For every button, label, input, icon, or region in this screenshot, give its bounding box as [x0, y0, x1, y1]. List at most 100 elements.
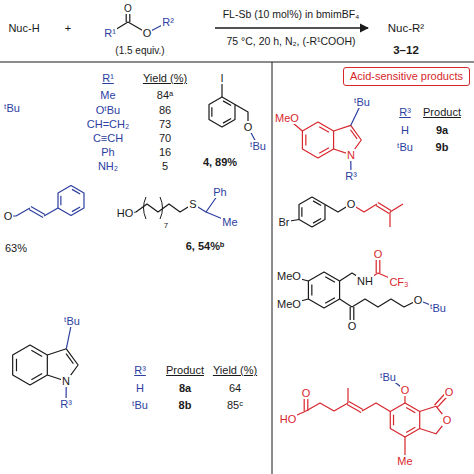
bond: [31, 350, 42, 356]
structure-label: OᵗBu: [95, 104, 121, 116]
bond: [325, 298, 335, 304]
bond: [13, 345, 48, 385]
bond: [406, 407, 415, 412]
bond: [393, 415, 394, 426]
bond: [390, 204, 403, 212]
structure-label: 8b: [178, 399, 193, 411]
structure-label: 9a: [435, 124, 449, 136]
structure-label: N: [346, 149, 356, 161]
structure-label: R³: [59, 398, 73, 410]
panel-divider: [272, 62, 273, 474]
structure-label: (1.5 equiv.): [114, 45, 165, 56]
bond: [313, 201, 321, 206]
bond: [60, 196, 61, 205]
structure-label: 6, 54%ᵇ: [185, 240, 226, 252]
structure-label: I: [219, 72, 224, 84]
bond: [299, 197, 325, 227]
bond: [223, 101, 231, 106]
bond: [209, 97, 235, 127]
structure-label: S: [188, 198, 197, 210]
bond: [31, 374, 42, 380]
structure-label: 73: [158, 118, 172, 130]
structure-label: MeO: [276, 298, 302, 310]
box-heading: Acid-sensitive products: [350, 70, 463, 82]
bond: [325, 277, 335, 283]
structure-label: ᵗBu: [131, 399, 149, 411]
structure-label: O: [301, 387, 312, 399]
structure-label: 84ᵃ: [156, 89, 174, 101]
structure-label: O: [444, 386, 455, 398]
structure-label: NH₂: [97, 160, 119, 172]
structure-label: O: [123, 3, 133, 14]
structure-label: HO: [116, 207, 135, 219]
structure-label: FL-Sb (10 mol%) in bmimBF₄: [222, 9, 361, 21]
bond: [389, 212, 390, 227]
structure-label: 3–12: [392, 44, 420, 57]
reaction-arrow: [215, 27, 368, 28]
structure-label: +: [64, 22, 72, 34]
structure-label: 7: [163, 222, 169, 231]
structure-label: ᵗBu: [3, 102, 21, 114]
bond: [340, 299, 352, 307]
structure-label: Product: [422, 106, 462, 118]
bond: [31, 206, 45, 214]
structure-label: Ph: [100, 146, 115, 158]
structure-label: R³: [133, 364, 147, 376]
structure-label: R³: [344, 170, 358, 182]
structure-label: ᵗBu: [429, 302, 447, 314]
bond: [349, 401, 363, 409]
structure-label: O: [142, 27, 153, 39]
bond: [350, 130, 357, 139]
structure-label: O: [243, 121, 254, 133]
structure-label: O: [3, 210, 14, 222]
bond: [319, 148, 329, 154]
bond: [72, 189, 80, 194]
bond: [406, 427, 415, 432]
bond: [44, 208, 58, 216]
structure-label: 75 °C, 20 h, N₂, (-R¹COOH): [225, 36, 356, 48]
structure-label: O: [413, 294, 424, 306]
bond: [362, 403, 390, 412]
structure-label: 63%: [4, 242, 28, 254]
structure-label: Yield (%): [142, 72, 188, 84]
bond: [376, 206, 389, 214]
repeat-bracket: [144, 197, 163, 219]
structure-label: R¹: [101, 72, 115, 84]
bond: [29, 210, 43, 218]
bond: [311, 284, 312, 295]
structure-label: R³: [398, 106, 412, 118]
structure-label: Nuc-H: [7, 22, 40, 34]
structure-label: N: [61, 375, 71, 387]
structure-label: ᵗBu: [379, 371, 397, 383]
structure-label: Me: [396, 455, 413, 467]
structure-label: Me: [99, 89, 116, 101]
bond: [66, 354, 73, 364]
structure-label: O: [400, 384, 411, 396]
structure-label: 16: [158, 146, 172, 158]
structure-label: H: [400, 124, 410, 136]
structure-label: CF₃: [388, 276, 409, 288]
structure-label: O: [442, 414, 453, 426]
structure-label: Me: [221, 216, 238, 228]
highlight-box: Acid-sensitive products: [343, 67, 470, 86]
structure-label: ᵗBu: [353, 96, 371, 108]
structure-label: MeO: [276, 270, 302, 282]
structure-label: Ph: [212, 186, 227, 198]
structure-label: Br: [278, 216, 291, 228]
bond: [125, 204, 193, 213]
bond: [302, 122, 333, 158]
bond: [223, 118, 231, 123]
structure-label: O: [346, 198, 357, 210]
bond: [352, 299, 418, 307]
bond: [308, 272, 339, 308]
bond: [378, 202, 391, 210]
structure-label: O: [347, 320, 358, 332]
bond: [58, 186, 84, 216]
bond: [313, 218, 321, 223]
bond: [301, 207, 302, 216]
structure-label: HO: [279, 413, 298, 425]
bond: [305, 134, 306, 145]
structure-label: O: [373, 248, 384, 260]
structure-label: MeO: [274, 112, 300, 124]
structure-label: H: [135, 382, 145, 394]
